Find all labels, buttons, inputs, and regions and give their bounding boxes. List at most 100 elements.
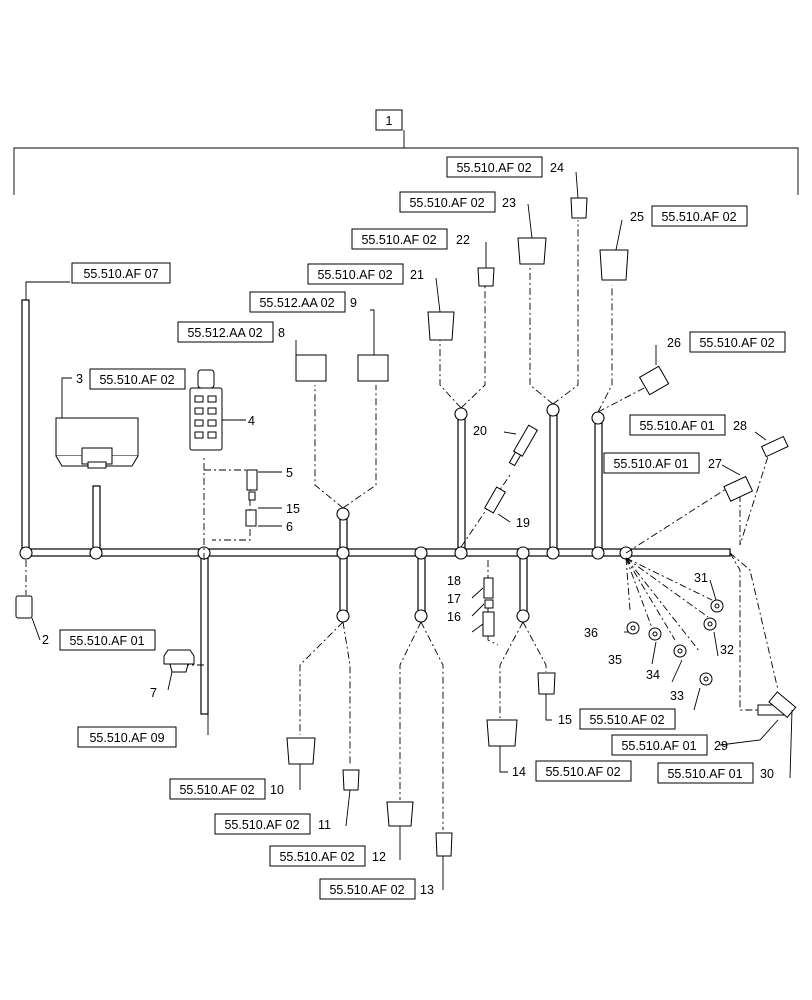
connector-27-icon [723, 475, 754, 502]
callout-6: 6 [286, 520, 293, 534]
callout-30: 30 [760, 767, 774, 781]
callout-20: 20 [473, 424, 487, 438]
ref-21: 55.510.AF 02 [317, 268, 392, 282]
components [15, 197, 797, 857]
connector-6-icon [245, 509, 257, 527]
connector-21-icon [427, 311, 455, 341]
connector-5-icon [246, 469, 258, 491]
connector-18-icon [483, 577, 494, 599]
ref-29: 55.510.AF 01 [621, 739, 696, 753]
callout-2: 2 [42, 633, 49, 647]
callout-26: 26 [667, 336, 681, 350]
module-3-icon [55, 417, 139, 469]
ref-12: 55.510.AF 02 [279, 850, 354, 864]
connector-2-icon [15, 595, 33, 619]
callout-10: 10 [270, 783, 284, 797]
ref-9: 55.512.AA 02 [259, 296, 334, 310]
ref-8: 55.512.AA 02 [187, 326, 262, 340]
ref-lower-branch: 55.510.AF 09 [89, 731, 164, 745]
callout-18: 18 [447, 574, 461, 588]
callout-33: 33 [670, 689, 684, 703]
callout-7: 7 [150, 686, 157, 700]
ring-terminal-36-icon [626, 621, 640, 635]
ref-15: 55.510.AF 02 [589, 713, 664, 727]
ref-28: 55.510.AF 01 [639, 419, 714, 433]
sensor-19-icon [483, 486, 507, 514]
callout-1: 1 [386, 114, 393, 128]
callout-labels: 55.510.AF 07 2 55.510.AF 01 3 55.510.AF … [42, 156, 786, 900]
ref-11: 55.510.AF 02 [224, 818, 299, 832]
connector-22-icon [477, 267, 495, 287]
callout-23: 23 [502, 196, 516, 210]
connector-16-icon [482, 611, 495, 637]
sensor-20-icon [508, 424, 539, 467]
ring-terminal-31-icon [710, 599, 724, 613]
assembly-bracket: 1 [13, 109, 799, 195]
leader-lines [25, 171, 793, 890]
connector-12-icon [386, 801, 414, 827]
connector-13-icon [435, 832, 453, 857]
ref-2: 55.510.AF 01 [69, 634, 144, 648]
callout-5: 5 [286, 466, 293, 480]
connector-24-icon [570, 197, 588, 219]
connector-23-icon [517, 237, 547, 265]
connector-26-icon [638, 365, 670, 396]
callout-28: 28 [733, 419, 747, 433]
callout-21: 21 [410, 268, 424, 282]
callout-4: 4 [248, 414, 255, 428]
wire-runs [25, 220, 779, 830]
callout-19: 19 [516, 516, 530, 530]
callout-29: 29 [714, 739, 728, 753]
harness-trunk [19, 299, 731, 715]
callout-32: 32 [720, 643, 734, 657]
callout-8: 8 [278, 326, 285, 340]
connector-17b-icon [484, 599, 494, 609]
callout-25: 25 [630, 210, 644, 224]
callout-12: 12 [372, 850, 386, 864]
ref-26: 55.510.AF 02 [699, 336, 774, 350]
callout-35: 35 [608, 653, 622, 667]
ring-terminal-32-icon [703, 617, 717, 631]
ref-10: 55.510.AF 02 [179, 783, 254, 797]
callout-27: 27 [708, 457, 722, 471]
connector-25-icon [599, 249, 629, 281]
callout-24: 24 [550, 161, 564, 175]
ref-23: 55.510.AF 02 [409, 196, 484, 210]
ref-30: 55.510.AF 01 [667, 767, 742, 781]
callout-3: 3 [76, 372, 83, 386]
callout-17b: 17 [447, 592, 461, 606]
ring-terminal-33-icon [699, 672, 713, 686]
fuse-block-4-icon [189, 369, 223, 451]
ring-terminal-34-icon [673, 644, 687, 658]
ref-3: 55.510.AF 02 [99, 373, 174, 387]
ref-14: 55.510.AF 02 [545, 765, 620, 779]
ref-13: 55.510.AF 02 [329, 883, 404, 897]
connector-15-icon [537, 672, 556, 695]
callout-17a: 15 [286, 502, 300, 516]
callout-16: 16 [447, 610, 461, 624]
ring-terminal-35-icon [648, 627, 662, 641]
grommet-7-icon [163, 649, 195, 673]
ref-22: 55.510.AF 02 [361, 233, 436, 247]
connector-11-icon [342, 769, 360, 791]
connector-17-icon [248, 491, 256, 501]
callout-36: 36 [584, 626, 598, 640]
callout-15: 15 [558, 713, 572, 727]
ref-27: 55.510.AF 01 [613, 457, 688, 471]
callout-14: 14 [512, 765, 526, 779]
callout-11: 11 [318, 818, 331, 832]
callout-9: 9 [350, 296, 357, 310]
ref-24: 55.510.AF 02 [456, 161, 531, 175]
connector-10-icon [286, 737, 316, 765]
connector-8-icon [295, 354, 327, 382]
callout-22: 22 [456, 233, 470, 247]
ref-25: 55.510.AF 02 [661, 210, 736, 224]
callout-31: 31 [694, 571, 708, 585]
connector-14-icon [486, 719, 518, 747]
callout-34: 34 [646, 668, 660, 682]
connector-9-icon [357, 354, 389, 382]
ref-left-harness: 55.510.AF 07 [83, 267, 158, 281]
callout-13: 13 [420, 883, 434, 897]
connector-28-icon [760, 435, 789, 458]
